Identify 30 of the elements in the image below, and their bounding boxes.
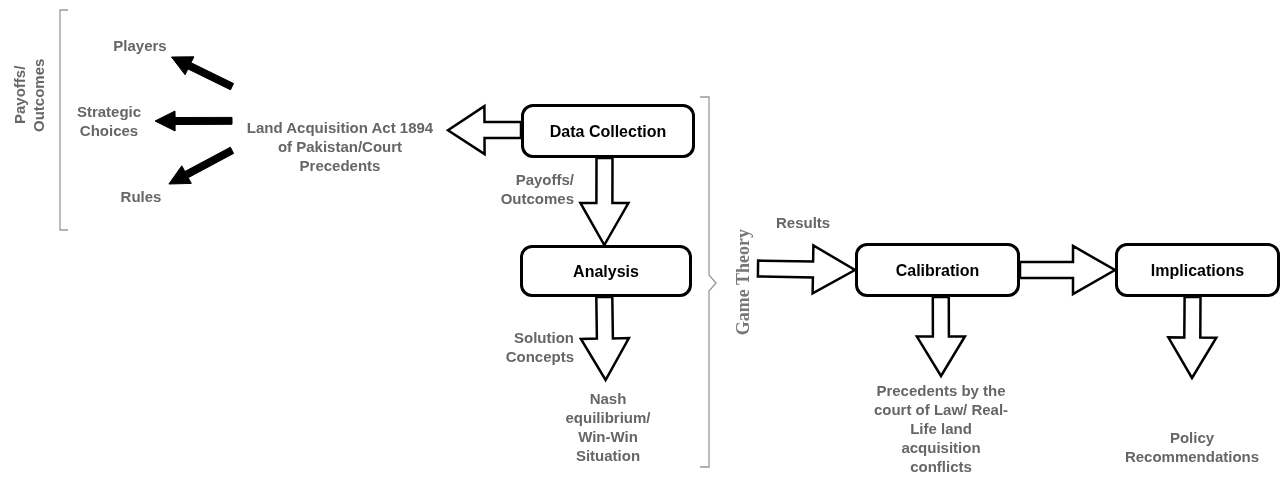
process-label: Data Collection <box>549 121 667 141</box>
block-arrow <box>578 156 631 248</box>
node-label: Rules <box>120 186 162 206</box>
edge-label: Results <box>776 213 832 232</box>
block-arrow <box>914 295 968 379</box>
node-label: Precedents by the court of Law/ Real-Life land acquisition conflicts <box>872 380 1010 476</box>
process-label: Implications <box>1150 260 1245 280</box>
block-arrow <box>445 103 523 157</box>
process-label: Analysis <box>573 261 639 281</box>
node-label: Land Acquisition Act 1894 of Pakistan/Court Precedents <box>245 118 435 175</box>
node-label: Players <box>113 35 167 55</box>
node-label: Nash equilibrium/ Win-Win Situation <box>564 389 652 465</box>
arrow <box>171 56 234 91</box>
bracket-label: Payoffs/ Outcomes <box>10 57 48 134</box>
process-box <box>520 245 692 297</box>
node-label: Strategic Choices <box>75 102 143 140</box>
block-arrow <box>756 243 858 296</box>
process-label: Calibration <box>895 260 980 280</box>
edge-label: Payoffs/ Outcomes <box>499 170 574 208</box>
block-arrow <box>1166 295 1219 381</box>
process-box <box>855 243 1020 297</box>
arrow <box>168 146 235 185</box>
block-arrow <box>578 295 632 383</box>
node-label: Policy Recommendations <box>1123 428 1261 466</box>
bracket-label: Game Theory <box>733 229 753 336</box>
arrow <box>154 110 233 132</box>
process-box <box>521 104 695 158</box>
edge-label: Solution Concepts <box>504 328 574 366</box>
block-arrow <box>1018 243 1118 297</box>
process-box <box>1115 243 1280 297</box>
